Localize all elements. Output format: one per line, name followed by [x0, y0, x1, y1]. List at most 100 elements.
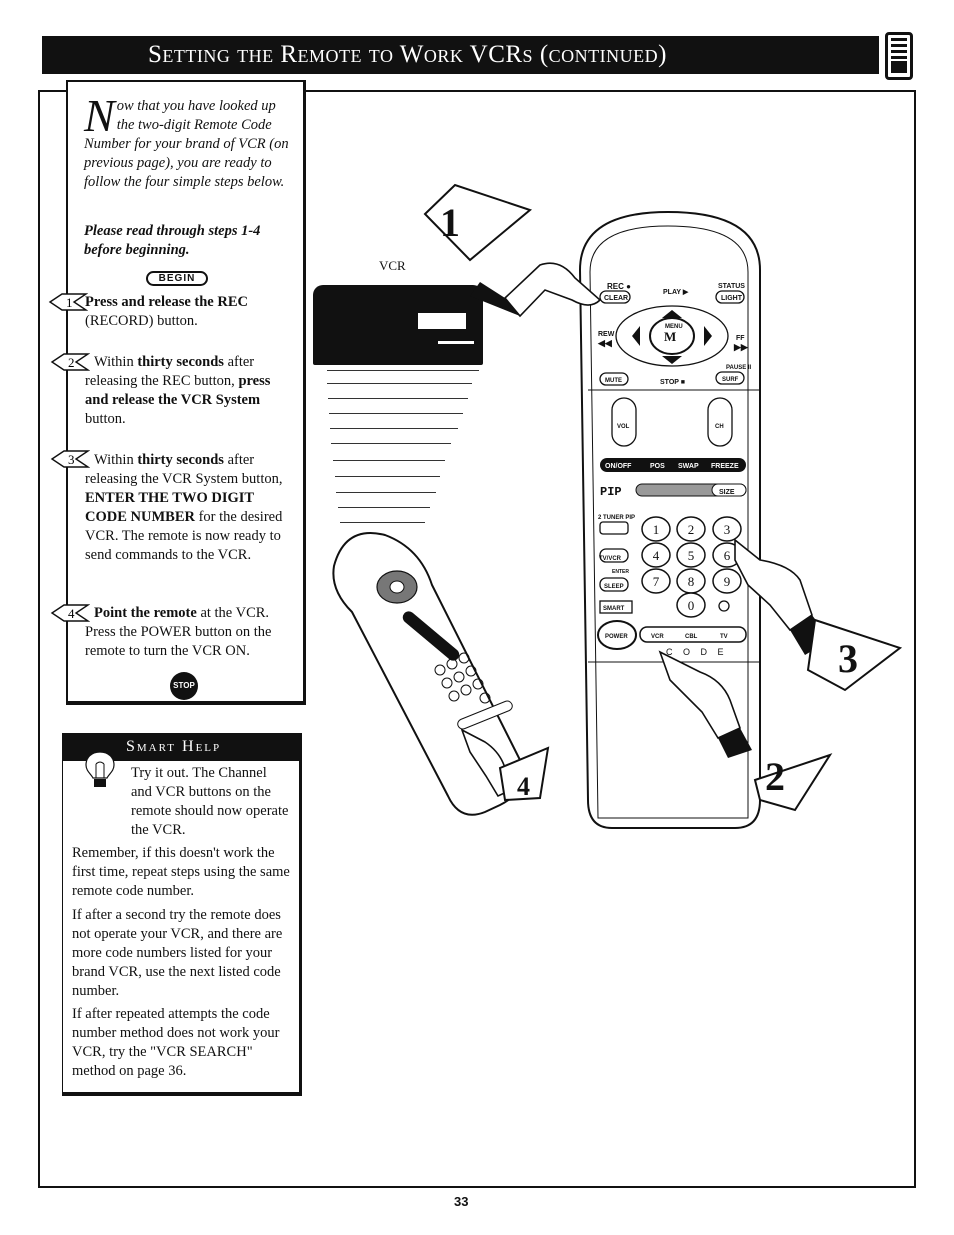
- signal-line: [330, 428, 458, 429]
- digit-1-label: 1: [653, 522, 660, 537]
- step-2: Within thirty seconds after releasing th…: [85, 354, 271, 427]
- power-button: [597, 620, 637, 650]
- digit-3-label: 3: [724, 522, 731, 537]
- digit-5-button: [676, 542, 706, 568]
- clear-button: [599, 290, 631, 304]
- digit-0-button: [676, 592, 706, 618]
- enter-label: ENTER: [612, 569, 629, 575]
- step-1: Press and release the REC(RECORD) button…: [85, 294, 248, 329]
- step-3: Within thirty seconds after releasing th…: [85, 452, 283, 563]
- vcr-tape-slot: [418, 313, 466, 329]
- digit-6-label: 6: [724, 548, 731, 563]
- rec-label: REC ●: [607, 282, 631, 291]
- vcr-mode-label: VCR: [651, 634, 664, 640]
- up-arrow-icon: [662, 310, 682, 318]
- step-4-number: 4: [68, 606, 75, 621]
- smart-help-title: Smart Help: [62, 733, 299, 761]
- hand-2-icon: [658, 650, 742, 740]
- stop-label: STOP ■: [660, 379, 685, 386]
- callout-3-arrow: [806, 618, 903, 692]
- tuner-pip-button: [599, 521, 629, 535]
- digit-9-label: 9: [724, 574, 731, 589]
- clear-label: CLEAR: [604, 295, 628, 302]
- play-label: PLAY ▶: [663, 289, 689, 296]
- digit-2-label: 2: [688, 522, 695, 537]
- vcr-stripe: [438, 341, 474, 344]
- cbl-mode-label: CBL: [685, 634, 698, 640]
- surf-button: [715, 371, 745, 385]
- menu-label: MENU: [665, 324, 683, 330]
- large-remote-inner: [589, 225, 749, 819]
- signal-line: [336, 492, 436, 493]
- mute-label: MUTE: [605, 378, 622, 384]
- small-remote-pip-bar: [402, 611, 460, 661]
- right-arrow-icon: [704, 326, 712, 346]
- surf-label: SURF: [722, 377, 739, 383]
- light-button: [715, 290, 745, 304]
- digit-9-button: [712, 568, 742, 594]
- book-icon: [885, 32, 913, 80]
- signal-line: [327, 370, 479, 371]
- hand-1-icon: [503, 262, 602, 318]
- pos-label: POS: [650, 463, 665, 470]
- smart-help-paragraph: Try it out. The Channel and VCR buttons …: [131, 765, 289, 838]
- digit-2-button: [676, 516, 706, 542]
- vol-label: VOL: [617, 424, 630, 430]
- hand-3-icon: [734, 538, 813, 632]
- volume-rocker: [611, 397, 637, 447]
- left-frame: [38, 90, 66, 1188]
- digit-7-label: 7: [653, 574, 660, 589]
- digit-1-button: [641, 516, 671, 542]
- signal-line: [340, 522, 425, 523]
- drop-cap: N: [84, 90, 115, 141]
- pip-label: PIP: [600, 485, 622, 499]
- step-3-number: 3: [68, 452, 75, 467]
- step-connector: [66, 372, 68, 444]
- step-2-number: 2: [68, 355, 75, 370]
- menu-m-label: M: [664, 329, 676, 344]
- stop-sign-icon: STOP: [170, 672, 198, 700]
- pause-label: PAUSE II: [726, 365, 752, 371]
- step-4-icon: 4: [50, 603, 90, 623]
- vcr-label: VCR: [379, 258, 406, 273]
- tv-mode-label: TV: [720, 634, 728, 640]
- digit-4-label: 4: [653, 548, 660, 563]
- on-off-label: ON/OFF: [605, 463, 632, 470]
- digit-8-label: 8: [688, 574, 695, 589]
- smart-help-paragraph: If after repeated attempts the code numb…: [72, 1006, 280, 1079]
- step-1-number: 1: [66, 295, 73, 310]
- size-label: SIZE: [719, 489, 735, 496]
- mute-button: [599, 372, 629, 386]
- signal-line: [328, 398, 468, 399]
- smart-label: SMART: [603, 606, 625, 612]
- large-remote-body: [578, 210, 761, 829]
- step-1-icon: 1: [48, 292, 88, 312]
- ch-label: CH: [715, 424, 724, 430]
- small-remote-menu: [389, 580, 405, 594]
- digit-7-button: [641, 568, 671, 594]
- callout-1-arrow: [423, 183, 533, 262]
- smart-help-paragraph: If after a second try the remote does no…: [72, 907, 283, 999]
- callout-4-arrow: [498, 746, 550, 802]
- smart-help-paragraph: Remember, if this doesn't work the first…: [72, 845, 290, 899]
- rew-arrows: ◀◀: [597, 338, 613, 348]
- step-connector: [66, 312, 68, 356]
- step-connector: [66, 623, 68, 663]
- light-bulb-icon: [85, 751, 115, 787]
- sleep-button: [599, 577, 629, 592]
- tv-vcr-label: TV/VCR: [599, 556, 622, 562]
- instructions-box: [66, 80, 306, 705]
- signal-line: [338, 507, 430, 508]
- down-arrow-icon: [662, 356, 682, 364]
- page-number: 33: [454, 1194, 469, 1209]
- sleep-label: SLEEP: [604, 584, 624, 590]
- dot-button: [718, 600, 730, 612]
- left-arrow-icon: [632, 326, 640, 346]
- tuner-pip-label: 2 TUNER PIP: [598, 515, 635, 521]
- read-note: Please read through steps 1-4 before beg…: [84, 223, 261, 258]
- callout-1-number: 1: [440, 200, 460, 245]
- callout-2-number: 2: [765, 754, 785, 799]
- hand-2-cuff: [718, 728, 752, 758]
- step-2-icon: 2: [50, 352, 90, 372]
- light-label: LIGHT: [721, 295, 743, 302]
